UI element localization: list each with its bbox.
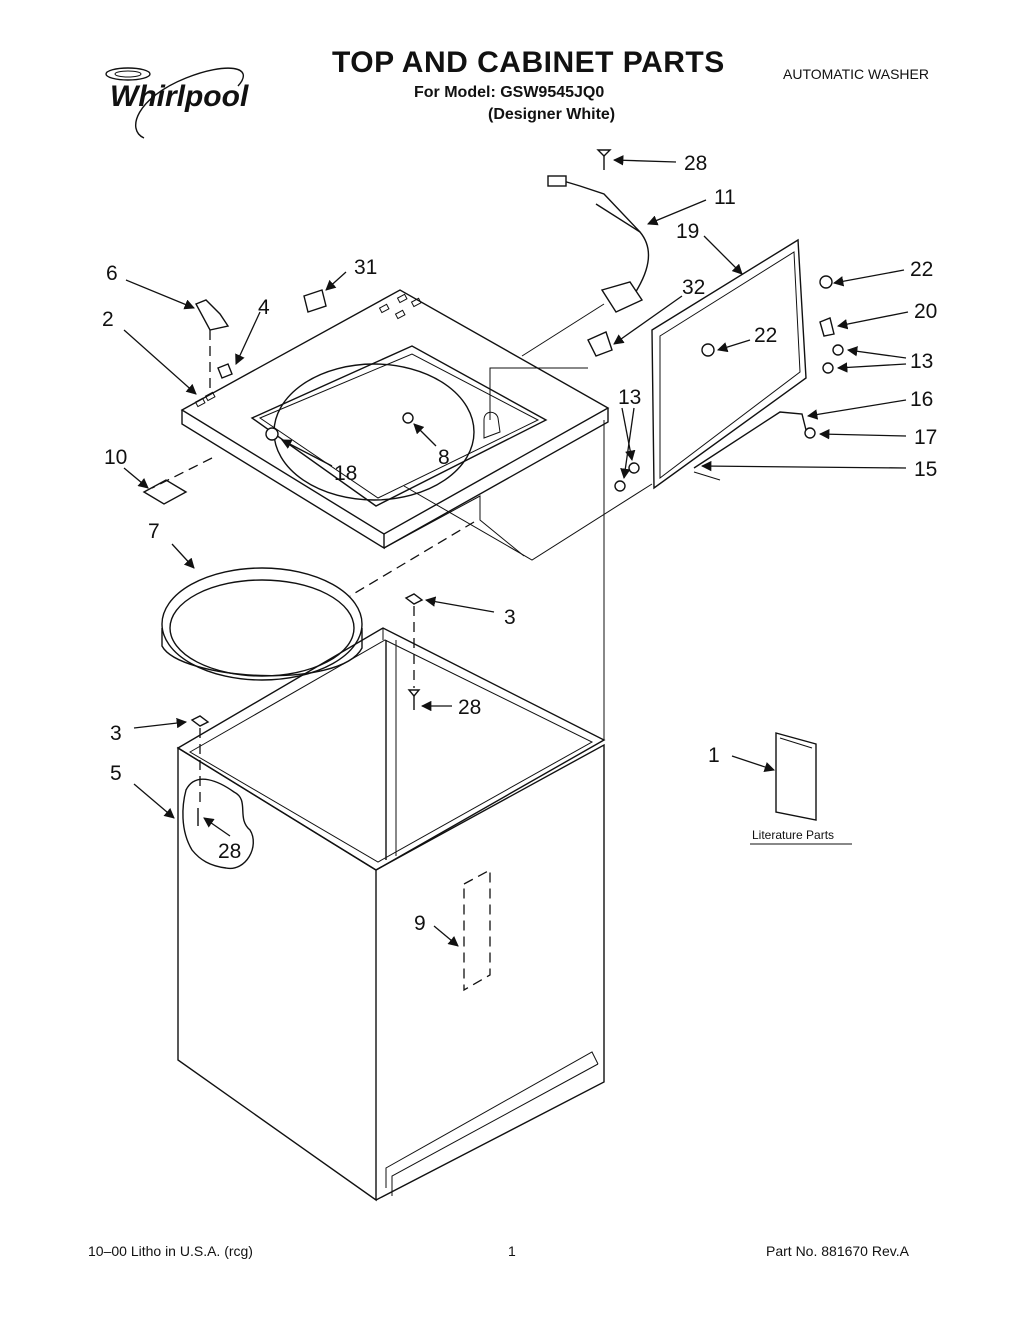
- callout-13-left: 13: [618, 386, 641, 409]
- page-number: 1: [508, 1243, 516, 1259]
- washer-top: [180, 289, 610, 557]
- callout-8: 8: [438, 446, 450, 469]
- lid-frame: [651, 238, 816, 490]
- callout-22-right: 22: [910, 258, 933, 281]
- footer-print-info: 10–00 Litho in U.S.A. (rcg): [88, 1243, 253, 1259]
- callout-1: 1: [708, 744, 720, 767]
- callout-31: 31: [354, 256, 377, 279]
- callout-9: 9: [414, 912, 426, 935]
- callout-22-left: 22: [754, 324, 777, 347]
- alignment-lines: [151, 303, 653, 806]
- tub-ring: [161, 567, 363, 681]
- document-type: AUTOMATIC WASHER: [783, 66, 929, 82]
- callout-17: 17: [914, 426, 937, 449]
- callout-11: 11: [714, 186, 736, 209]
- callout-16: 16: [910, 388, 933, 411]
- callout-3-upper: 3: [504, 606, 516, 629]
- callout-2: 2: [102, 308, 114, 331]
- cabinet: [176, 627, 606, 1202]
- wire-harness: [547, 175, 650, 313]
- model-line: For Model: GSW9545JQ0: [414, 84, 605, 101]
- callout-19: 19: [676, 220, 699, 243]
- callout-10: 10: [104, 446, 127, 469]
- callout-13-right: 13: [910, 350, 933, 373]
- callout-18: 18: [334, 462, 357, 485]
- svg-text:Whirlpool: Whirlpool: [110, 80, 249, 113]
- callout-7: 7: [148, 520, 160, 543]
- callout-5: 5: [110, 762, 122, 785]
- variant-line: (Designer White): [488, 106, 616, 123]
- literature-booklet: [775, 732, 817, 821]
- callout-4: 4: [258, 296, 270, 319]
- callout-28-lower: 28: [218, 840, 241, 863]
- callout-labels: 28 11 19 22 6 31 32 20 2 4 22 13 13 16 1…: [102, 152, 937, 935]
- callout-32: 32: [682, 276, 705, 299]
- callout-28-middle: 28: [458, 696, 481, 719]
- leader-arrows: [123, 155, 909, 947]
- callout-15: 15: [914, 458, 937, 481]
- callout-3-lower: 3: [110, 722, 122, 745]
- callout-20: 20: [914, 300, 937, 323]
- whirlpool-logo: Whirlpool: [105, 67, 249, 139]
- literature-parts-label: Literature Parts: [752, 828, 834, 842]
- callout-28-top: 28: [684, 152, 707, 175]
- small-parts: [142, 149, 844, 826]
- page-title: TOP AND CABINET PARTS: [332, 46, 725, 79]
- part-number: Part No. 881670 Rev.A: [766, 1243, 909, 1259]
- callout-6: 6: [106, 262, 118, 285]
